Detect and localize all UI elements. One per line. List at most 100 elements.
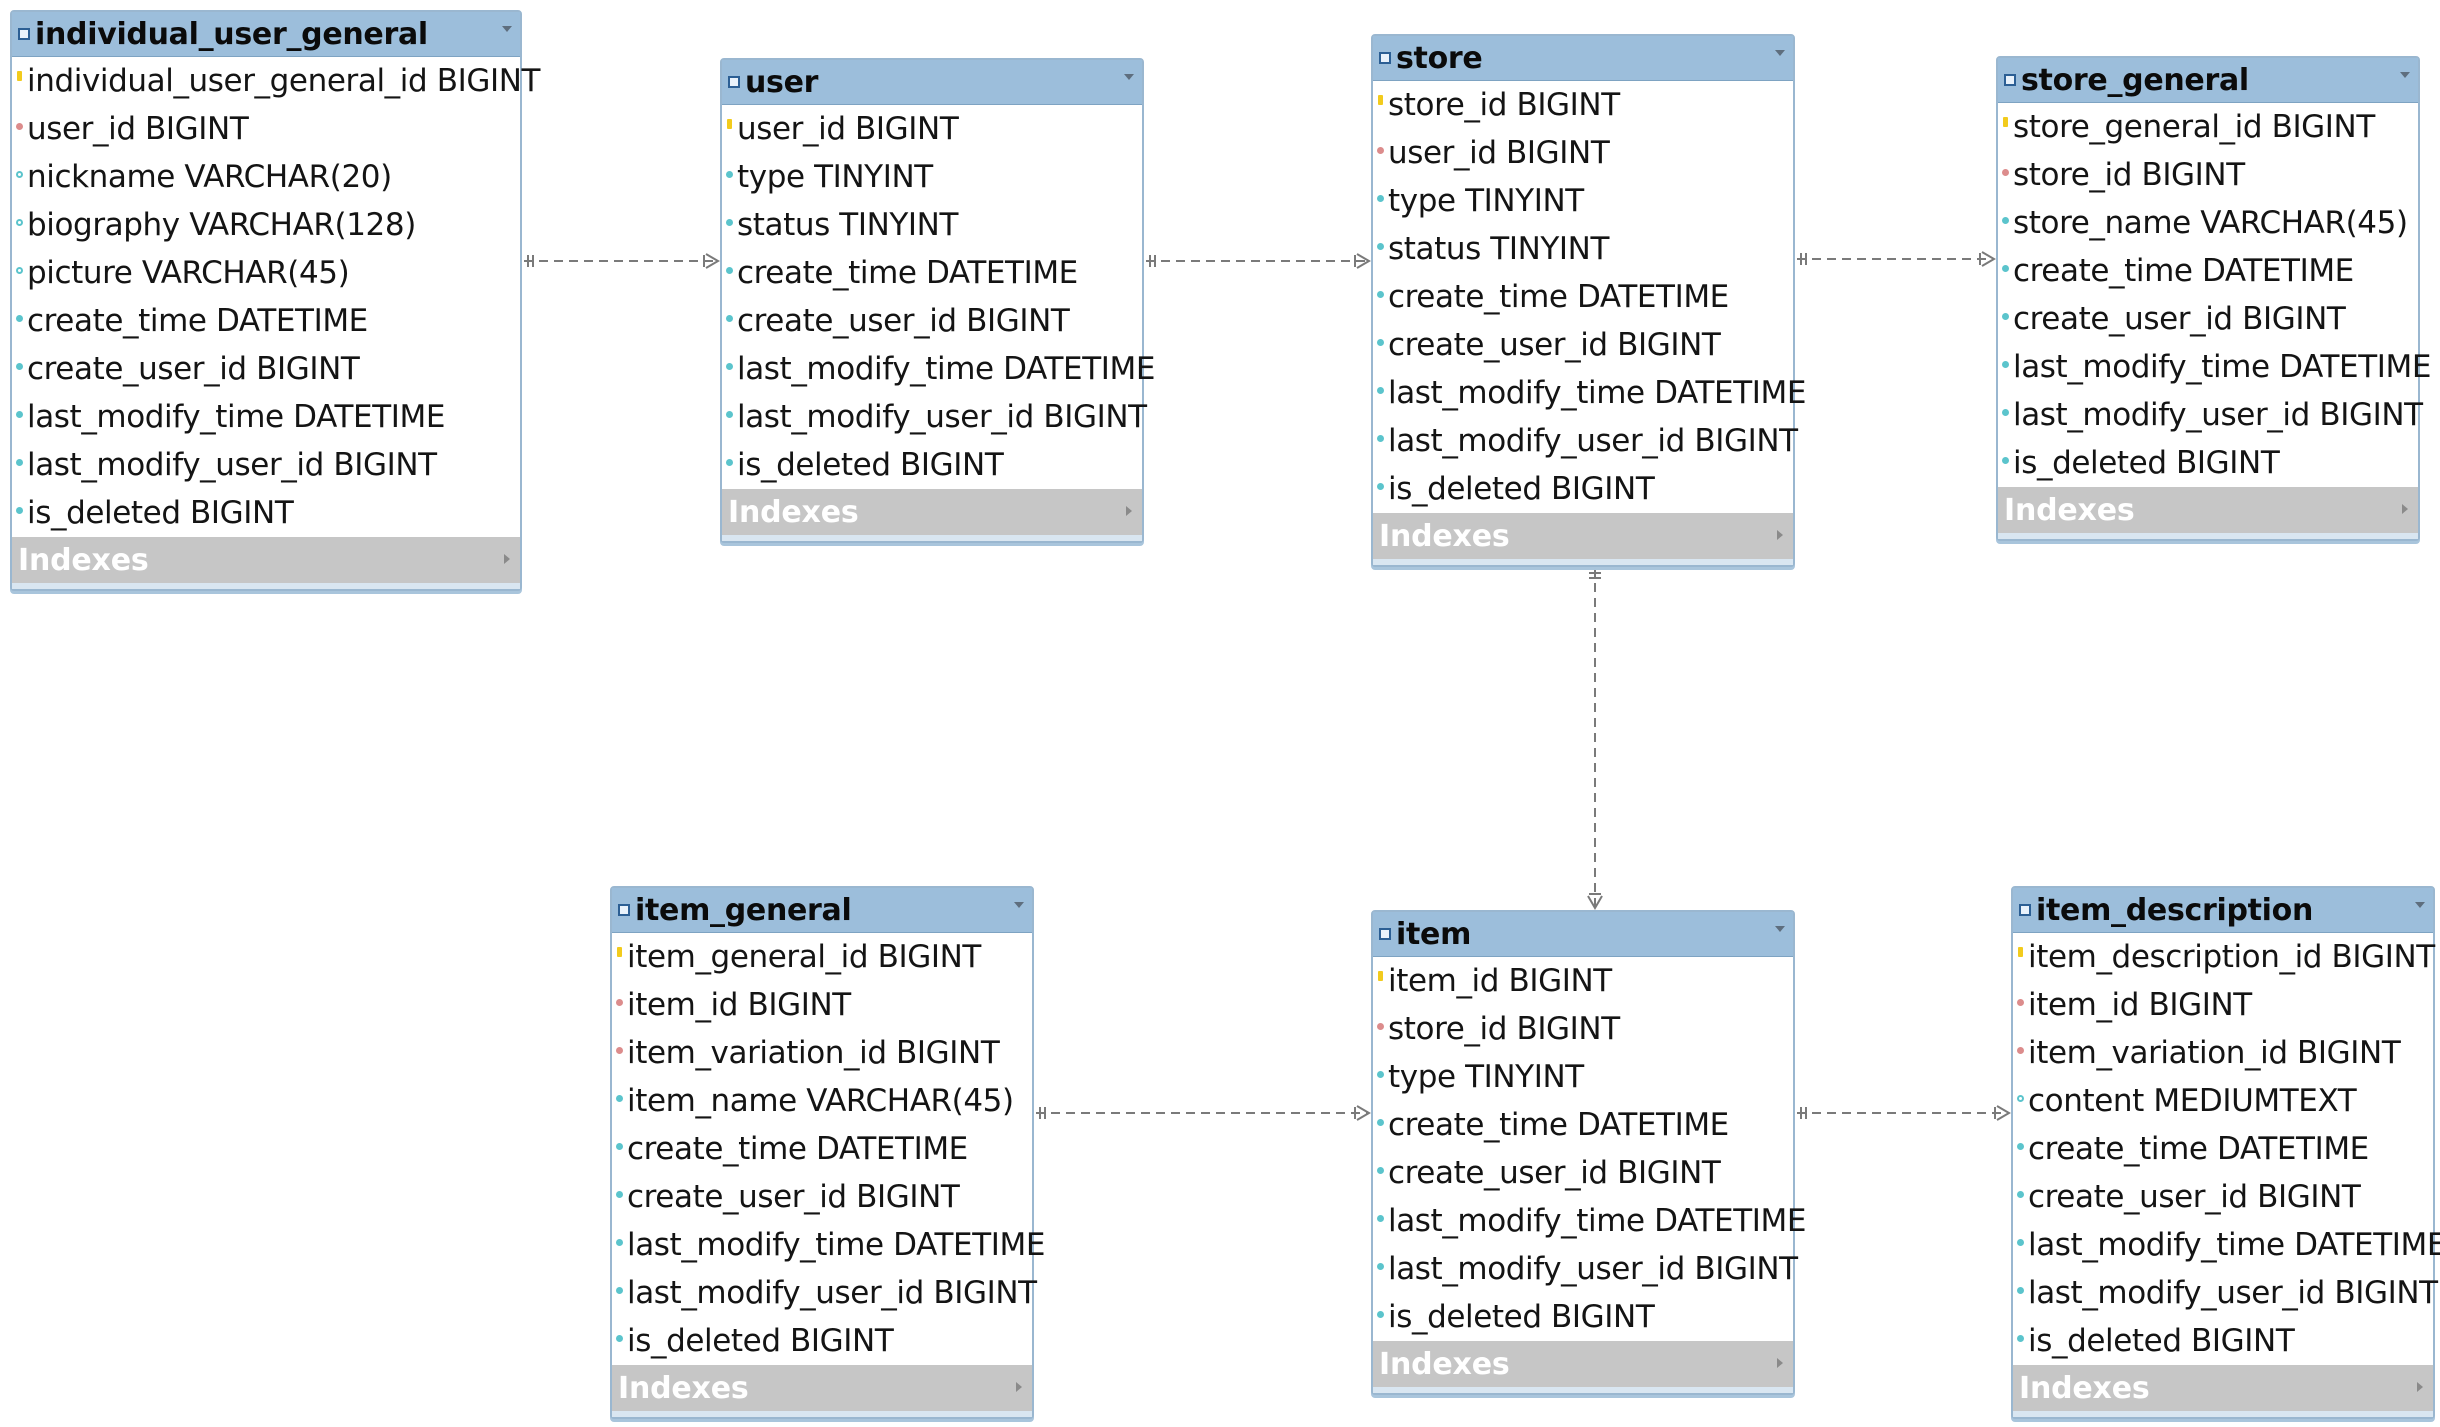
column-row[interactable]: biography VARCHAR(128) — [12, 201, 520, 249]
chevron-down-icon[interactable] — [502, 26, 512, 32]
column-row[interactable]: last_modify_time DATETIME — [612, 1221, 1045, 1269]
column-row[interactable]: create_user_id BIGINT — [1998, 295, 2418, 343]
column-row[interactable]: create_time DATETIME — [1998, 247, 2418, 295]
chevron-down-icon[interactable] — [1775, 50, 1785, 56]
indexes-section[interactable]: Indexes — [1373, 513, 1793, 559]
chevron-down-icon[interactable] — [1775, 926, 1785, 932]
column-row[interactable]: create_user_id BIGINT — [12, 345, 520, 393]
table-header[interactable]: store_general — [1998, 58, 2418, 103]
column-label: last_modify_user_id BIGINT — [1388, 423, 1798, 459]
column-row[interactable]: store_id BIGINT — [1998, 151, 2418, 199]
column-row[interactable]: item_id BIGINT — [612, 981, 1032, 1029]
column-row[interactable]: is_deleted BIGINT — [1373, 1293, 1793, 1341]
column-row[interactable]: store_id BIGINT — [1373, 81, 1793, 129]
column-row[interactable]: item_general_id BIGINT — [612, 933, 1032, 981]
column-row[interactable]: is_deleted BIGINT — [2013, 1317, 2433, 1365]
chevron-right-icon[interactable] — [1016, 1382, 1022, 1392]
chevron-down-icon[interactable] — [2415, 902, 2425, 908]
column-row[interactable]: last_modify_time DATETIME — [2013, 1221, 2440, 1269]
column-row[interactable]: type TINYINT — [1373, 1053, 1793, 1101]
column-row[interactable]: status TINYINT — [722, 201, 1142, 249]
column-row[interactable]: last_modify_user_id BIGINT — [1373, 417, 1798, 465]
chevron-right-icon[interactable] — [1777, 530, 1783, 540]
column-row[interactable]: status TINYINT — [1373, 225, 1793, 273]
column-row[interactable]: create_user_id BIGINT — [1373, 321, 1793, 369]
column-row[interactable]: store_id BIGINT — [1373, 1005, 1793, 1053]
column-row[interactable]: picture VARCHAR(45) — [12, 249, 520, 297]
column-row[interactable]: store_general_id BIGINT — [1998, 103, 2418, 151]
table-header[interactable]: store — [1373, 36, 1793, 81]
table-header[interactable]: item_description — [2013, 888, 2433, 933]
column-row[interactable]: item_variation_id BIGINT — [2013, 1029, 2433, 1077]
chevron-down-icon[interactable] — [1014, 902, 1024, 908]
column-row[interactable]: user_id BIGINT — [1373, 129, 1793, 177]
indexes-section[interactable]: Indexes — [612, 1365, 1032, 1411]
column-row[interactable]: create_time DATETIME — [722, 249, 1142, 297]
table-header[interactable]: item_general — [612, 888, 1032, 933]
column-row[interactable]: type TINYINT — [722, 153, 1142, 201]
column-row[interactable]: create_user_id BIGINT — [722, 297, 1142, 345]
column-row[interactable]: last_modify_user_id BIGINT — [612, 1269, 1037, 1317]
chevron-right-icon[interactable] — [1777, 1358, 1783, 1368]
indexes-section[interactable]: Indexes — [1998, 487, 2418, 533]
column-row[interactable]: item_id BIGINT — [2013, 981, 2433, 1029]
column-row[interactable]: create_time DATETIME — [12, 297, 520, 345]
table-header[interactable]: user — [722, 60, 1142, 105]
column-row[interactable]: user_id BIGINT — [722, 105, 1142, 153]
column-row[interactable]: is_deleted BIGINT — [12, 489, 520, 537]
indexes-section[interactable]: Indexes — [12, 537, 520, 583]
column-row[interactable]: last_modify_user_id BIGINT — [722, 393, 1147, 441]
chevron-right-icon[interactable] — [504, 554, 510, 564]
column-row[interactable]: store_name VARCHAR(45) — [1998, 199, 2418, 247]
table-icon — [1379, 928, 1391, 940]
column-row[interactable]: last_modify_user_id BIGINT — [12, 441, 520, 489]
column-row[interactable]: create_time DATETIME — [1373, 1101, 1793, 1149]
column-row[interactable]: create_time DATETIME — [1373, 273, 1793, 321]
column-row[interactable]: user_id BIGINT — [12, 105, 520, 153]
column-row[interactable]: item_id BIGINT — [1373, 957, 1793, 1005]
column-row[interactable]: last_modify_user_id BIGINT — [1373, 1245, 1798, 1293]
column-row[interactable]: is_deleted BIGINT — [612, 1317, 1032, 1365]
column-row[interactable]: create_time DATETIME — [612, 1125, 1032, 1173]
primary-key-icon — [2018, 947, 2023, 957]
indexes-section[interactable]: Indexes — [1373, 1341, 1793, 1387]
column-row[interactable]: is_deleted BIGINT — [1373, 465, 1793, 513]
chevron-down-icon[interactable] — [2400, 72, 2410, 78]
column-row[interactable]: individual_user_general_id BIGINT — [12, 57, 540, 105]
column-row[interactable]: is_deleted BIGINT — [1998, 439, 2418, 487]
column-row[interactable]: last_modify_time DATETIME — [1998, 343, 2431, 391]
indexes-section[interactable]: Indexes — [2013, 1365, 2433, 1411]
column-row[interactable]: last_modify_time DATETIME — [722, 345, 1155, 393]
chevron-down-icon[interactable] — [1124, 74, 1134, 80]
column-row[interactable]: item_description_id BIGINT — [2013, 933, 2435, 981]
column-row[interactable]: last_modify_time DATETIME — [12, 393, 520, 441]
column-label: last_modify_user_id BIGINT — [1388, 1251, 1798, 1287]
column-row[interactable]: create_user_id BIGINT — [1373, 1149, 1793, 1197]
column-row[interactable]: nickname VARCHAR(20) — [12, 153, 520, 201]
column-row[interactable]: last_modify_user_id BIGINT — [2013, 1269, 2438, 1317]
column-row[interactable]: last_modify_time DATETIME — [1373, 1197, 1806, 1245]
indexes-section[interactable]: Indexes — [722, 489, 1142, 535]
column-row[interactable]: create_time DATETIME — [2013, 1125, 2433, 1173]
column-row[interactable]: type TINYINT — [1373, 177, 1793, 225]
chevron-right-icon[interactable] — [2402, 504, 2408, 514]
column-row[interactable]: last_modify_user_id BIGINT — [1998, 391, 2423, 439]
column-row[interactable]: item_name VARCHAR(45) — [612, 1077, 1032, 1125]
table-header[interactable]: individual_user_general — [12, 12, 520, 57]
chevron-right-icon[interactable] — [1126, 506, 1132, 516]
column-row[interactable]: create_user_id BIGINT — [2013, 1173, 2433, 1221]
column-row[interactable]: content MEDIUMTEXT — [2013, 1077, 2433, 1125]
column-row[interactable]: is_deleted BIGINT — [722, 441, 1142, 489]
column-row[interactable]: last_modify_time DATETIME — [1373, 369, 1806, 417]
column-row[interactable]: item_variation_id BIGINT — [612, 1029, 1032, 1077]
table-header[interactable]: item — [1373, 912, 1793, 957]
column-row[interactable]: create_user_id BIGINT — [612, 1173, 1032, 1221]
chevron-right-icon[interactable] — [2417, 1382, 2423, 1392]
